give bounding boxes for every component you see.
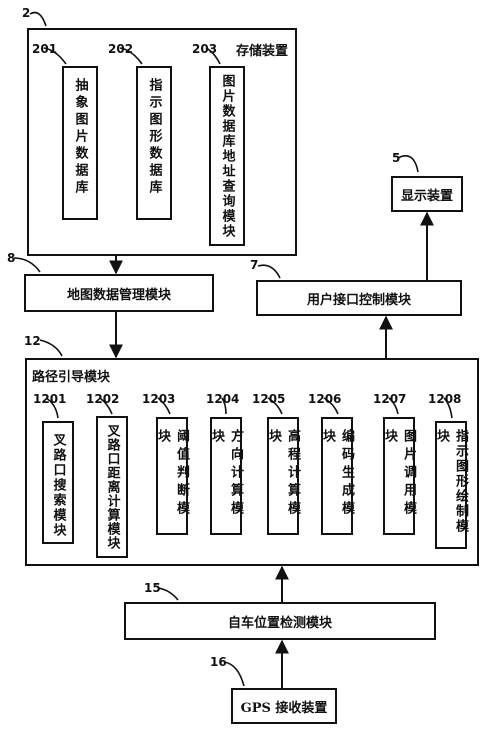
storage-device-title: 存储装置: [236, 44, 289, 59]
leader-line-5: [397, 155, 419, 173]
direction-calc-module-box: 方向计算模块: [209, 417, 243, 535]
junction-search-module-text: 叉路口搜索模块: [50, 433, 66, 538]
elevation-calc-module-text: 高程计算模块: [266, 429, 300, 519]
display-device-box: 显示装置: [391, 176, 463, 212]
direction-calc-module-text: 方向计算模块: [209, 429, 243, 519]
leader-line-2: [29, 11, 47, 27]
route-module-ref-label: 1206: [308, 392, 342, 406]
route-guidance-title: 路径引导模块: [32, 370, 111, 385]
storage-ref-label: 2: [22, 6, 31, 20]
abstract-image-db-text: 抽象图片数据库: [72, 78, 88, 197]
storage-item-ref-label: 201: [32, 42, 58, 56]
code-generation-module-text: 编码生成模块: [320, 429, 354, 519]
leader-line-8: [13, 257, 41, 273]
indicator-drawing-module-text: 指示图形绘制模块: [434, 429, 468, 534]
image-call-module-text: 图片调用模块: [382, 429, 416, 519]
route-module-ref-label: 1208: [428, 392, 462, 406]
storage-item-ref-label: 202: [108, 42, 134, 56]
threshold-judgment-module-box: 阈值判断模块: [155, 417, 189, 535]
storage-item-ref-label: 203: [192, 42, 218, 56]
junction-distance-module-text: 叉路口距离计算模块: [104, 424, 120, 550]
leader-line-12: [39, 339, 63, 357]
image-call-module-box: 图片调用模块: [382, 417, 416, 535]
gps-ref-label: 16: [210, 655, 227, 669]
user-ctrl-ref-label: 7: [250, 258, 259, 272]
self-position-detection-title: 自车位置检测模块: [227, 615, 332, 631]
route-module-ref-label: 1205: [252, 392, 286, 406]
map-mgmt-ref-label: 8: [7, 251, 16, 265]
code-generation-module-box: 编码生成模块: [320, 417, 354, 535]
route-module-ref-label: 1203: [142, 392, 176, 406]
leader-line-15: [157, 587, 179, 601]
route-module-ref-label: 1204: [206, 392, 240, 406]
route-module-ref-label: 1207: [373, 392, 407, 406]
indicator-graphic-db-text: 指示图形数据库: [146, 78, 162, 197]
display-device-title: 显示装置: [400, 188, 453, 204]
leader-line-7: [257, 264, 281, 279]
image-db-address-query-box: 图片数据库地址查询模块: [209, 66, 245, 246]
user-interface-control-title: 用户接口控制模块: [306, 292, 411, 308]
self-pos-ref-label: 15: [144, 581, 161, 595]
indicator-graphic-db-box: 指示图形数据库: [136, 66, 172, 220]
map-data-management-title: 地图数据管理模块: [66, 287, 171, 303]
map-data-management-box: 地图数据管理模块: [24, 274, 214, 312]
leader-line-16: [223, 661, 245, 687]
junction-distance-module-box: 叉路口距离计算模块: [96, 416, 128, 558]
gps-receiver-box: GPS 接收装置: [231, 688, 337, 724]
user-interface-control-box: 用户接口控制模块: [256, 280, 462, 316]
junction-search-module-box: 叉路口搜索模块: [42, 421, 74, 544]
elevation-calc-module-box: 高程计算模块: [266, 417, 300, 535]
route-ref-label: 12: [24, 334, 41, 348]
route-module-ref-label: 1201: [33, 392, 67, 406]
threshold-judgment-module-text: 阈值判断模块: [155, 429, 189, 519]
display-ref-label: 5: [392, 151, 401, 165]
route-module-ref-label: 1202: [86, 392, 120, 406]
gps-receiver-title: GPS 接收装置: [240, 700, 328, 716]
image-db-address-query-text: 图片数据库地址查询模块: [219, 74, 235, 239]
indicator-drawing-module-box: 指示图形绘制模块: [434, 421, 468, 549]
abstract-image-db-box: 抽象图片数据库: [62, 66, 98, 220]
self-position-detection-box: 自车位置检测模块: [124, 602, 436, 640]
